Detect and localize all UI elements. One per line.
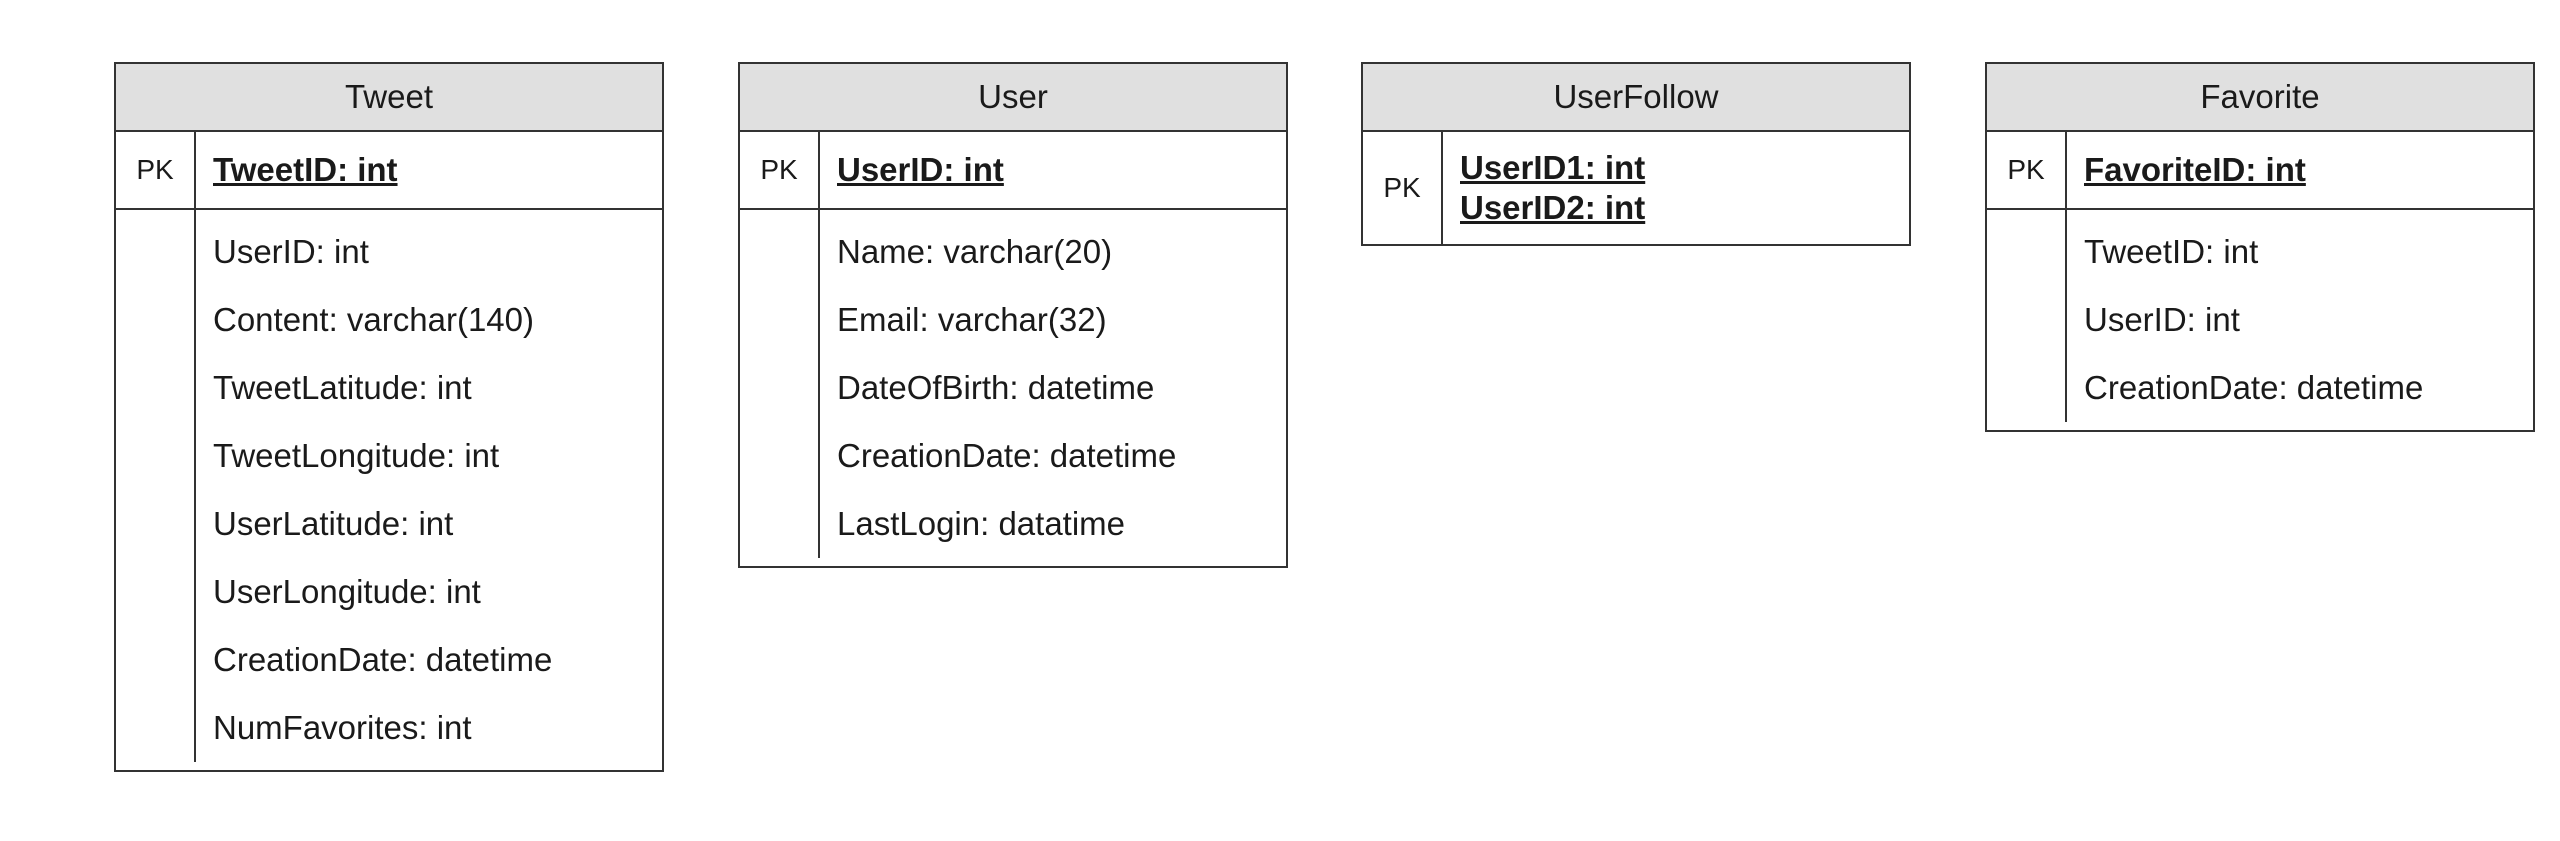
attribute: UserID: int [2084,301,2240,338]
entity-tweet[interactable]: Tweet PK TweetID: int UserID: int Conten… [114,62,664,772]
entity-user[interactable]: User PK UserID: int Name: varchar(20) Em… [738,62,1288,568]
attribute: UserLongitude: int [213,573,481,610]
attribute: LastLogin: datatime [837,505,1126,542]
attribute-list: UserID: int Content: varchar(140) TweetL… [116,210,662,770]
attribute: UserID: int [213,233,369,270]
attribute: UserLatitude: int [213,505,454,542]
attribute: CreationDate: datetime [2084,369,2424,406]
primary-key-row: PK UserID1: int UserID2: int [1363,132,1909,244]
primary-key-field: TweetID: int [213,151,398,188]
entity-userfollow[interactable]: UserFollow PK UserID1: int UserID2: int [1361,62,1911,246]
attribute: Content: varchar(140) [213,301,534,338]
primary-key-row: PK TweetID: int [116,132,662,210]
attribute: TweetLatitude: int [213,369,472,406]
attribute: TweetID: int [2084,233,2259,270]
entity-title: Favorite [1987,64,2533,132]
pk-label: PK [1987,132,2067,208]
primary-key-field: FavoriteID: int [2084,151,2306,188]
entity-favorite[interactable]: Favorite PK FavoriteID: int TweetID: int… [1985,62,2535,432]
attribute: DateOfBirth: datetime [837,369,1155,406]
entity-title: User [740,64,1286,132]
pk-label: PK [116,132,196,208]
primary-key-field: UserID2: int [1460,189,1646,226]
attribute: CreationDate: datetime [213,641,553,678]
primary-key-row: PK UserID: int [740,132,1286,210]
attribute-list: Name: varchar(20) Email: varchar(32) Dat… [740,210,1286,566]
primary-key-row: PK FavoriteID: int [1987,132,2533,210]
attribute: NumFavorites: int [213,709,472,746]
pk-label: PK [740,132,820,208]
attribute-list: TweetID: int UserID: int CreationDate: d… [1987,210,2533,430]
primary-key-field: UserID: int [837,151,1004,188]
attribute: CreationDate: datetime [837,437,1177,474]
primary-key-field: UserID1: int [1460,149,1646,186]
entity-title: UserFollow [1363,64,1909,132]
pk-label: PK [1363,132,1443,244]
entity-title: Tweet [116,64,662,132]
attribute: TweetLongitude: int [213,437,500,474]
attribute: Email: varchar(32) [837,301,1107,338]
attribute: Name: varchar(20) [837,233,1113,270]
